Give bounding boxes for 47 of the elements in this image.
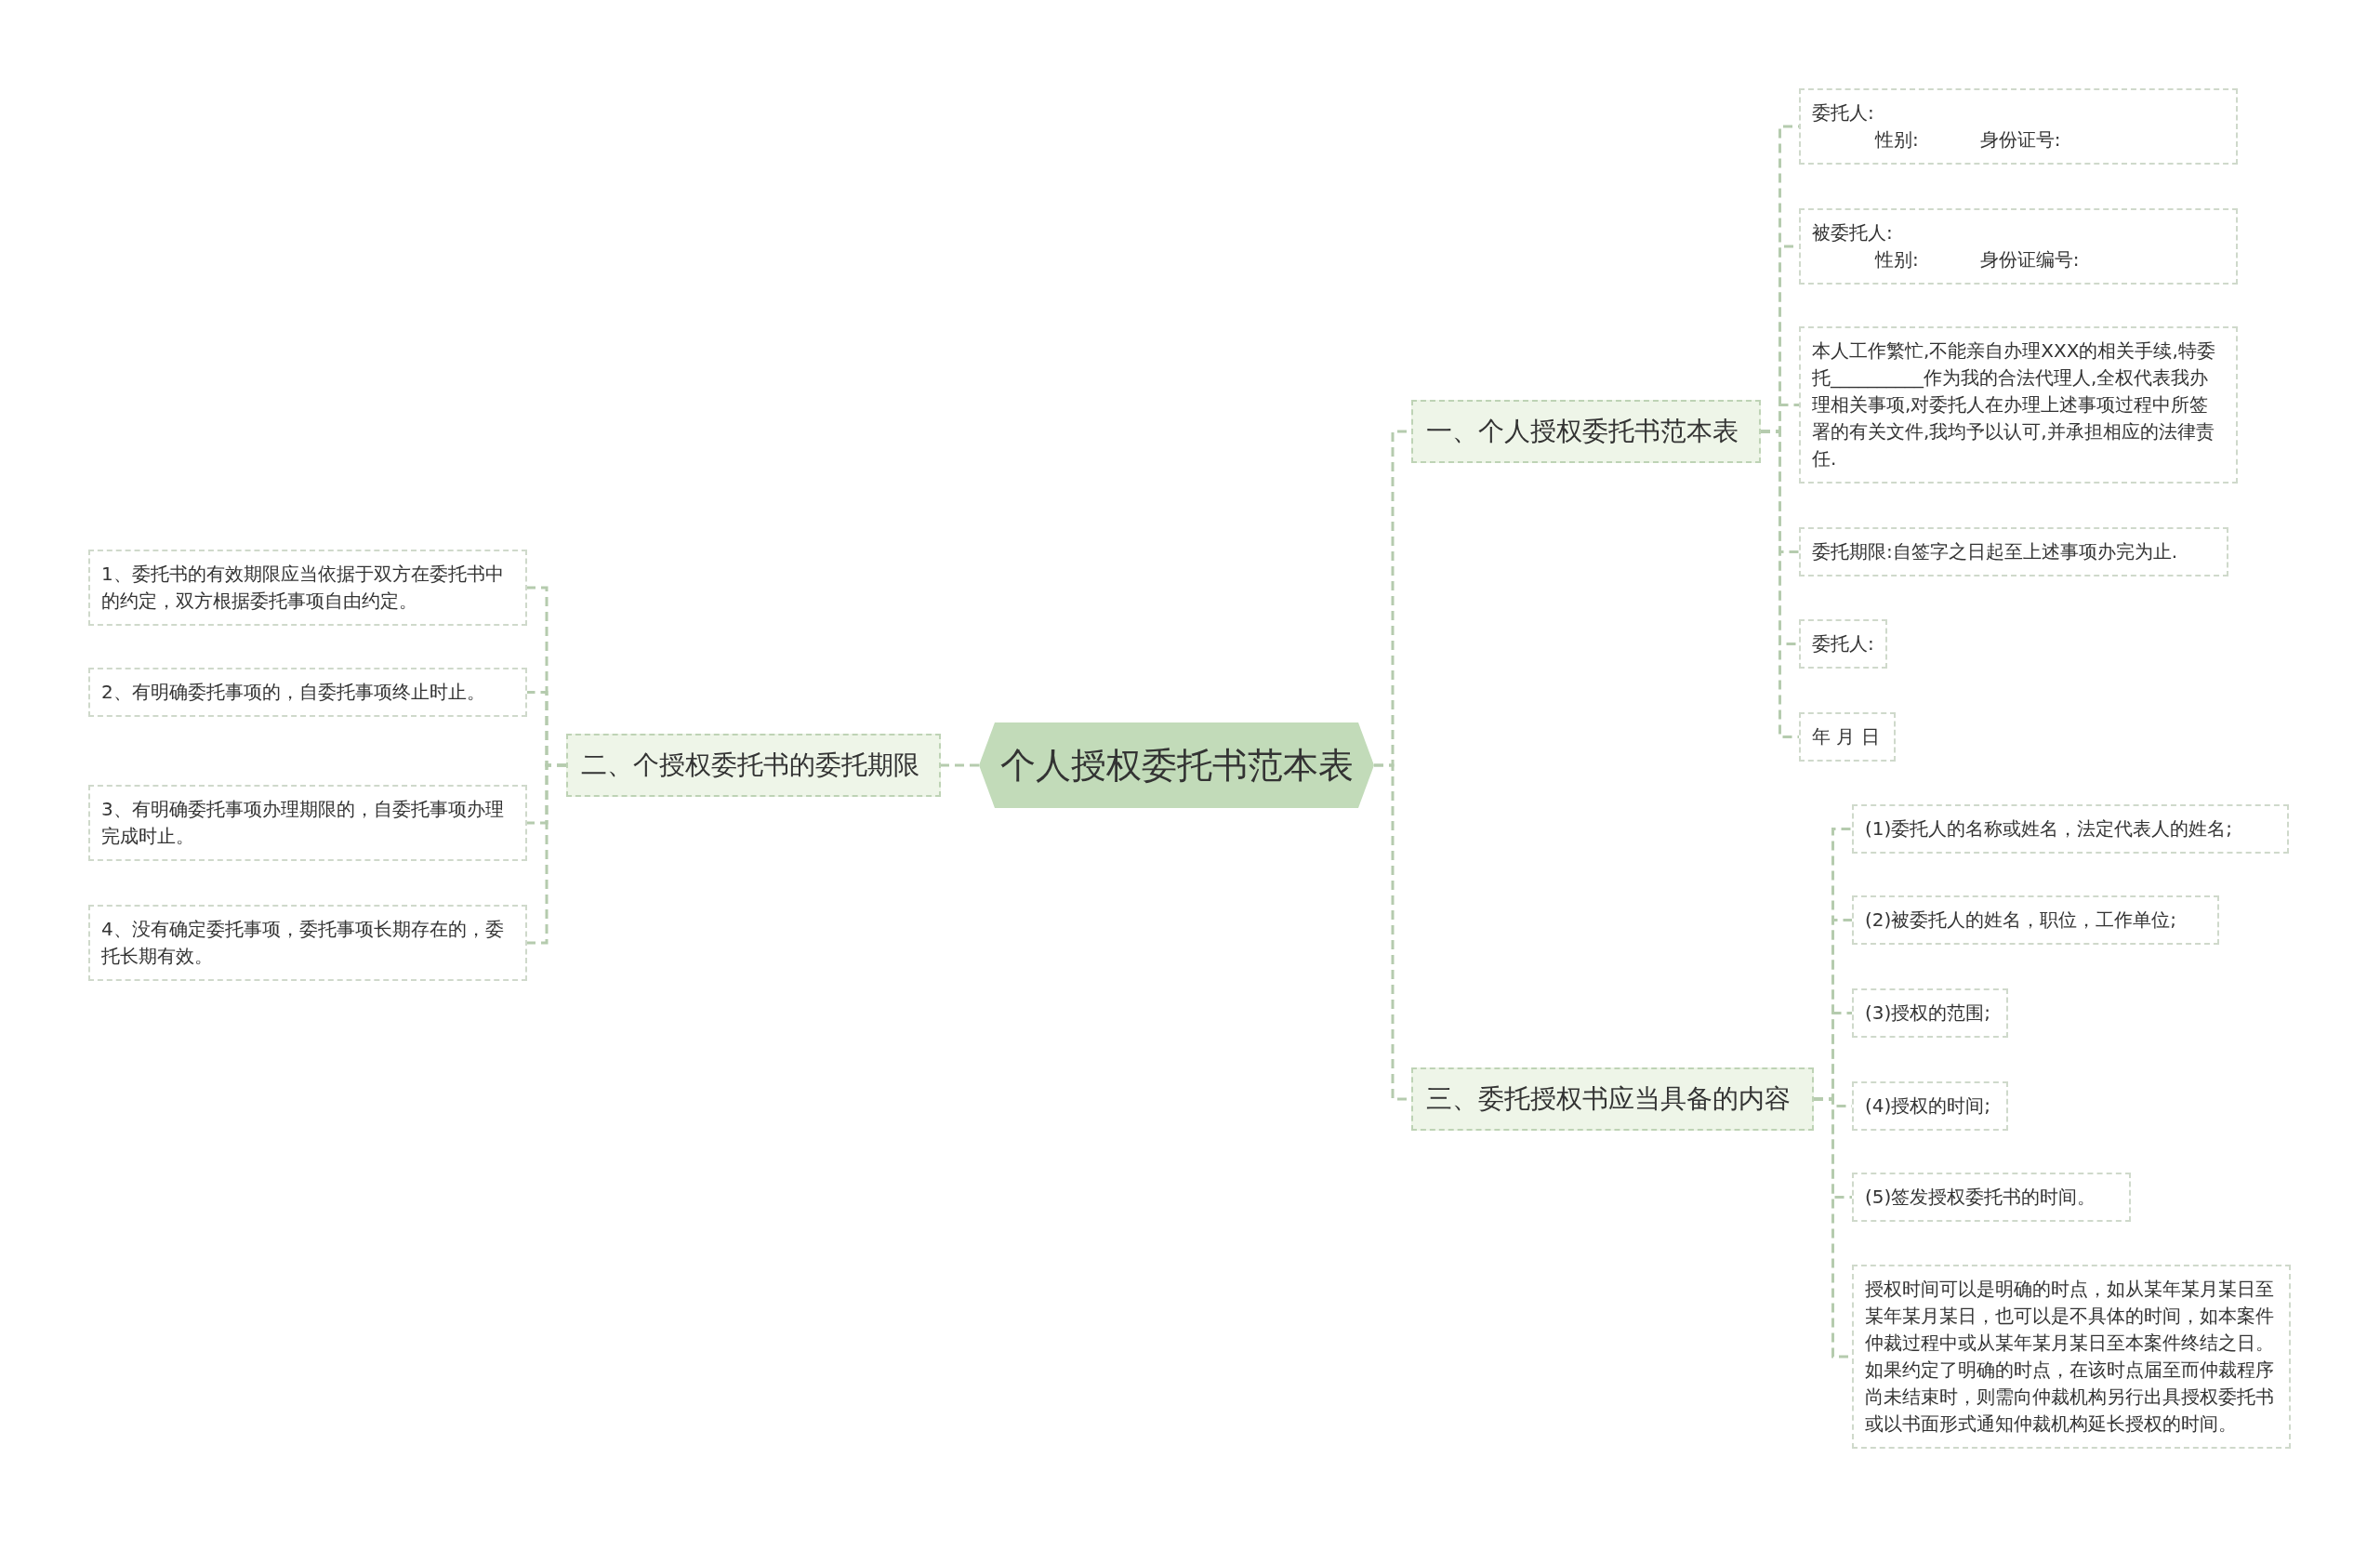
subtopic-box (1852, 804, 2289, 854)
topic-text: (3)授权的范围; (1865, 1001, 1991, 1024)
topic-text: 个人授权委托书范本表 (999, 743, 1354, 788)
subtopic-box (1799, 88, 2238, 165)
topic-text: 身份证编号: (1979, 247, 2080, 272)
topic-text: 委托人: (1812, 101, 1874, 124)
subtopic-box (1799, 527, 2228, 577)
topic-text: 性别: (1875, 247, 1919, 272)
topic-text: 2、有明确委托事项的，自委托事项终止时止。 (101, 681, 485, 703)
topic-box (566, 734, 941, 797)
subtopic-box (1799, 326, 2238, 484)
subtopic-box (1852, 1265, 2291, 1449)
topic-text: 1、委托书的有效期限应当依据于双方在委托书中的约定，双方根据委托事项自由约定。 (101, 563, 504, 612)
topic-box (1411, 1067, 1814, 1131)
topic-text: 4、没有确定委托事项，委托事项长期存在的，委托长期有效。 (101, 918, 504, 967)
topic-text: 本人工作繁忙,不能亲自办理XXX的相关手续,特委托__________作为我的合法代理人,全权代表我办理相关事项,对委托人在办理上述事项过程中所签署的有关文件,我均予以认可,并承担相应的法律责任. (1812, 339, 2215, 470)
topic-text: (2)被委托人的姓名，职位，工作单位; (1865, 908, 2177, 931)
topic-text: 二、个授权委托书的委托期限 (581, 749, 919, 782)
topic-text: 一、个人授权委托书范本表 (1426, 415, 1739, 448)
topic-text: 委托人: (1812, 632, 1874, 655)
subtopic-box (88, 785, 527, 861)
topic-text: 身份证号: (1979, 127, 2061, 152)
subtopic-box (1799, 208, 2238, 285)
topic-text: 委托期限:自签字之日起至上述事项办完为止. (1812, 540, 2178, 563)
subtopic-box (88, 668, 527, 717)
topic-text: (5)签发授权委托书的时间。 (1865, 1186, 2096, 1208)
topic-text: 3、有明确委托事项办理期限的，自委托事项办理完成时止。 (101, 798, 504, 847)
subtopic-box (1799, 712, 1896, 762)
subtopic-box (1852, 895, 2219, 945)
connector-line (941, 763, 979, 767)
connector-line (1761, 430, 1799, 738)
topic-text: 三、委托授权书应当具备的内容 (1426, 1082, 1791, 1116)
subtopic-box (1799, 619, 1887, 669)
connector-line (527, 763, 566, 945)
topic-text: 被委托人: (1812, 221, 1893, 244)
subtopic-box (1852, 988, 2008, 1038)
topic-text: (1)委托人的名称或姓名，法定代表人的姓名; (1865, 817, 2233, 840)
subtopic-box (88, 550, 527, 626)
subtopic-box (1852, 1173, 2131, 1222)
subtopic-box (88, 905, 527, 981)
topic-text: 性别: (1875, 127, 1919, 152)
topic-text: (4)授权的时间; (1865, 1094, 1991, 1117)
subtopic-box (1852, 1081, 2008, 1131)
central-topic (979, 722, 1374, 808)
topic-text: 授权时间可以是明确的时点，如从某年某月某日至某年某月某日，也可以是不具体的时间，如本案件仲裁过程中或从某年某月某日至本案件终结之日。如果约定了明确的时点，在该时点届至而仲裁程序尚未结束时，则需向仲裁机构另行出具授权委托书或以书面形式通知仲裁机构延长授权的时间。 (1865, 1278, 2274, 1435)
topic-text: 年 月 日 (1812, 725, 1880, 748)
topic-box (1411, 400, 1761, 463)
